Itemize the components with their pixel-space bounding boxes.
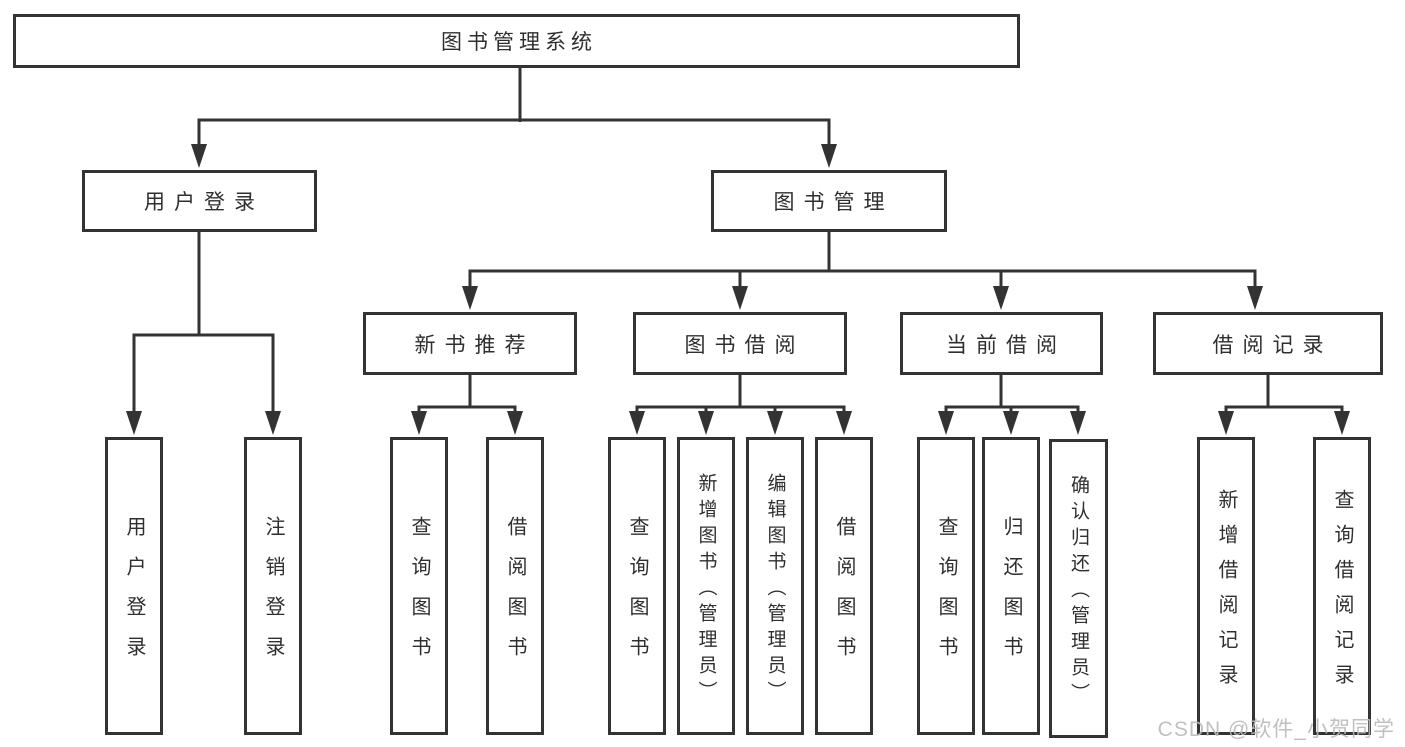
leaf-confirm-return-admin-label: 确认归还（管理员）: [1068, 475, 1089, 709]
node-new-book-recommend: 新书推荐: [363, 312, 577, 375]
leaf-query-book-1-label: 查询图书: [408, 516, 430, 676]
leaf-add-book-admin: 新增图书（管理员）: [677, 437, 735, 735]
node-new-book-recommend-label: 新书推荐: [414, 333, 535, 357]
node-book-borrow: 图书借阅: [633, 312, 847, 375]
leaf-user-login: 用户登录: [105, 437, 163, 735]
leaf-logout-label: 注销登录: [262, 516, 284, 676]
leaf-query-borrow-record: 查询借阅记录: [1313, 437, 1371, 735]
leaf-add-borrow-record: 新增借阅记录: [1197, 437, 1255, 735]
leaf-borrow-book-1-label: 借阅图书: [504, 516, 526, 676]
leaf-borrow-book-2-label: 借阅图书: [833, 516, 855, 676]
node-borrow-records-label: 借阅记录: [1212, 333, 1333, 357]
node-library-system-label: 图书管理系统: [441, 31, 597, 54]
leaf-query-borrow-record-label: 查询借阅记录: [1331, 488, 1353, 699]
leaf-edit-book-admin: 编辑图书（管理员）: [746, 437, 804, 735]
node-borrow-records: 借阅记录: [1153, 312, 1383, 375]
leaf-borrow-book-1: 借阅图书: [486, 437, 544, 735]
leaf-query-book-2: 查询图书: [608, 437, 666, 735]
leaf-confirm-return-admin: 确认归还（管理员）: [1049, 439, 1108, 738]
node-user-login: 用户登录: [82, 170, 317, 232]
node-current-borrow-label: 当前借阅: [946, 333, 1066, 357]
csdn-watermark: CSDN @软件_小贺同学: [1157, 718, 1395, 741]
leaf-user-login-label: 用户登录: [123, 516, 145, 676]
node-library-system: 图书管理系统: [13, 14, 1020, 68]
leaf-query-book-3-label: 查询图书: [935, 516, 957, 676]
leaf-logout: 注销登录: [244, 437, 302, 735]
leaf-add-borrow-record-label: 新增借阅记录: [1215, 488, 1237, 699]
leaf-borrow-book-2: 借阅图书: [815, 437, 873, 735]
node-book-borrow-label: 图书借阅: [684, 333, 805, 357]
leaf-edit-book-admin-label: 编辑图书（管理员）: [764, 472, 786, 707]
leaf-query-book-1: 查询图书: [390, 437, 448, 735]
node-book-management: 图书管理: [711, 170, 947, 232]
node-user-login-label: 用户登录: [144, 191, 264, 214]
leaf-query-book-2-label: 查询图书: [626, 516, 648, 676]
leaf-query-book-3: 查询图书: [917, 437, 975, 735]
node-book-management-label: 图书管理: [773, 191, 894, 214]
leaf-return-book: 归还图书: [982, 437, 1040, 735]
leaf-add-book-admin-label: 新增图书（管理员）: [695, 472, 717, 707]
node-current-borrow: 当前借阅: [900, 312, 1103, 375]
leaf-return-book-label: 归还图书: [1000, 516, 1022, 676]
